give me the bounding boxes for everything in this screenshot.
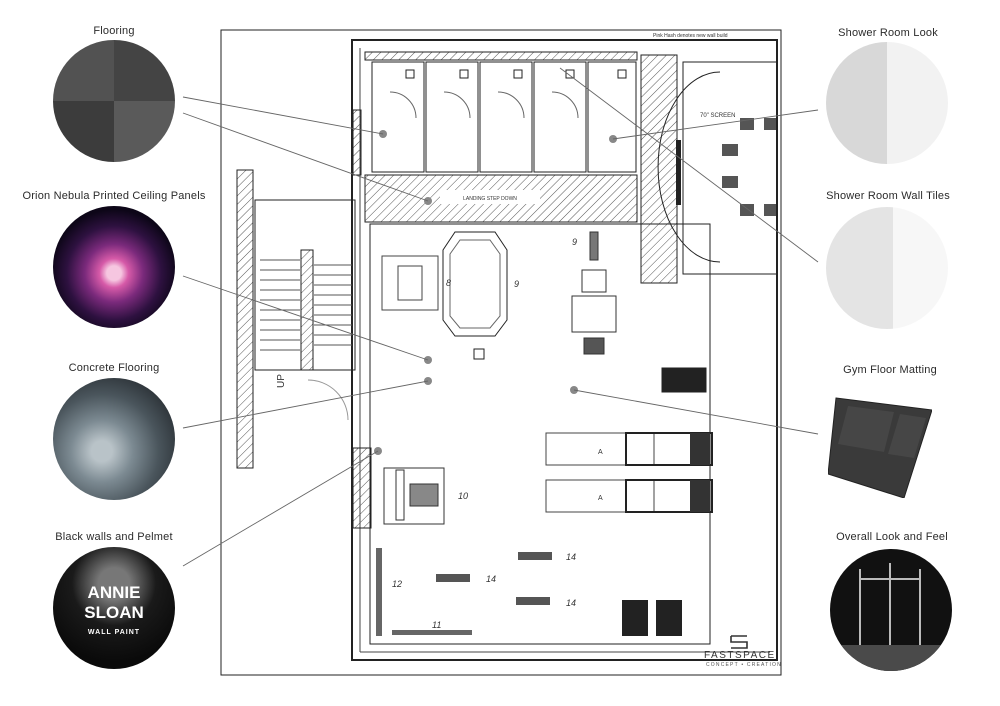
label-concrete: Concrete Flooring (68, 362, 160, 374)
dumbbell-rack (376, 548, 382, 636)
label-overall: Overall Look and Feel (836, 531, 948, 543)
label-shower-tiles: Shower Room Wall Tiles (826, 190, 950, 202)
treadmills (545, 432, 713, 513)
equip-num-8: 8 (446, 278, 451, 288)
screen-room (682, 61, 778, 275)
machine-bottom-2 (656, 600, 682, 636)
gym-matting-image (827, 392, 933, 499)
screen-label: 70" SCREEN (700, 113, 735, 119)
bench-rack (383, 467, 445, 525)
paint-can-image: ANNIE SLOAN WALL PAINT (53, 547, 175, 669)
paint-can-line2: SLOAN (84, 603, 144, 622)
treadmill-a-1: A (598, 449, 603, 456)
label-walls: Black walls and Pelmet (55, 531, 173, 543)
outer-wall (351, 39, 778, 661)
staircase (236, 169, 356, 469)
equip-num-11: 11 (432, 620, 441, 630)
treadmill-a-2: A (598, 495, 603, 502)
cable-machine (571, 231, 617, 355)
dumbbell-benches (436, 552, 552, 605)
equip-num-14b: 14 (486, 574, 496, 584)
leader-lines (182, 67, 819, 567)
label-shower-look: Shower Room Look (838, 27, 938, 39)
label-flooring: Flooring (93, 25, 135, 37)
squat-rack (381, 231, 508, 337)
equip-num-14c: 14 (566, 598, 576, 608)
overall-look-image (830, 549, 952, 671)
label-gym-matting: Gym Floor Matting (843, 364, 937, 376)
fastspace-logo-icon (730, 635, 748, 649)
brand-name: FASTSPACE (704, 650, 776, 661)
landing-label: LANDING STEP DOWN (463, 196, 517, 202)
plan-border (220, 29, 782, 676)
plan-note: Pink Hash denotes new wall build (653, 33, 728, 39)
shower-cubicles (364, 51, 638, 173)
equip-num-9b: 9 (572, 237, 577, 247)
label-ceiling: Orion Nebula Printed Ceiling Panels (22, 190, 206, 202)
shower-look-image (826, 42, 948, 164)
machine (661, 367, 707, 393)
equip-num-9a: 9 (514, 279, 519, 289)
equip-num-12: 12 (392, 579, 402, 589)
equip-num-14a: 14 (566, 552, 576, 562)
wall-strip (640, 54, 678, 284)
brand-tagline: CONCEPT • CREATION (706, 662, 782, 668)
paint-can-line3: WALL PAINT (87, 629, 141, 636)
shower-tiles-image (826, 207, 948, 329)
concrete-image (53, 378, 175, 500)
machine-bottom-1 (622, 600, 648, 636)
up-label: UP (276, 374, 287, 388)
equip-num-10: 10 (458, 491, 468, 501)
nebula-image (53, 206, 175, 328)
paint-can-line1: ANNIE (87, 583, 141, 602)
flooring-image (53, 40, 175, 162)
